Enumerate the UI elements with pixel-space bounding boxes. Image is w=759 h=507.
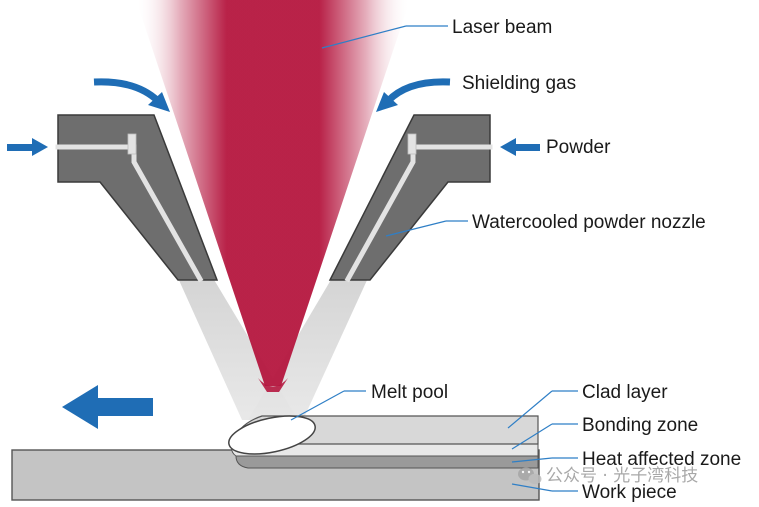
label-powder: Powder [546, 137, 611, 158]
leader-haz [511, 457, 553, 463]
leader-lines [290, 25, 578, 492]
label-melt-pool: Melt pool [371, 382, 448, 403]
leader-work [511, 483, 553, 492]
watermark: 公众号 · 光子湾科技 [518, 466, 698, 486]
nozzle-right-channel [344, 144, 493, 283]
nozzle-right-channel-cap [407, 133, 417, 155]
label-shielding-gas: Shielding gas [462, 73, 576, 94]
melt-pool [228, 415, 316, 455]
curved-arrow-icon [93, 78, 170, 112]
label-laser-beam: Laser beam [452, 17, 552, 38]
arrow-left-icon [62, 385, 153, 429]
nozzle-left-channel-cap [127, 133, 137, 155]
nozzle-left [55, 114, 219, 283]
heat-affected-zone [235, 455, 539, 469]
laser-beam [136, 0, 410, 386]
leader-laser [321, 25, 407, 49]
leader-clad [507, 390, 553, 429]
nozzle-right [328, 114, 493, 283]
arrow-icon [7, 138, 48, 156]
wechat-icon [518, 467, 542, 485]
curved-arrow-icon [376, 78, 451, 112]
label-nozzle: Watercooled powder nozzle [472, 212, 706, 233]
label-heat-affected-zone: Heat affected zone [582, 449, 741, 470]
watermark-text: 公众号 · 光子湾科技 [546, 466, 698, 486]
laser-focus [258, 378, 288, 392]
leader-nozzle [385, 220, 447, 237]
label-bonding-zone: Bonding zone [582, 415, 698, 436]
arrow-icon [500, 138, 540, 156]
label-clad-layer: Clad layer [582, 382, 668, 403]
leader-melt-pool [290, 390, 345, 421]
leader-bonding [511, 423, 553, 450]
label-work-piece: Work piece [582, 482, 677, 503]
nozzle-left-channel [55, 144, 204, 283]
